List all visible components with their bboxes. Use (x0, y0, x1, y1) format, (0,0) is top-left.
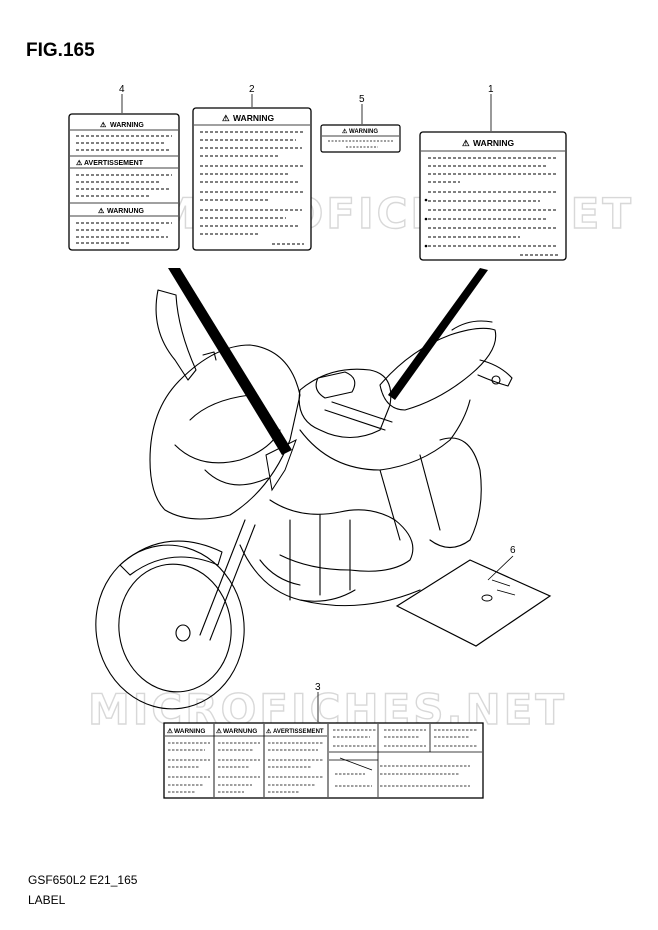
label-4-warnung-text: WARNUNG (107, 208, 144, 215)
label-4[interactable]: ⚠ WARNING ⚠ AVERTISSEMENT ⚠ WARNUNG (68, 113, 180, 251)
pointer-right (388, 268, 488, 400)
label-3-warnung-text: WARNUNG (223, 728, 257, 735)
callout-2: 2 (249, 84, 255, 95)
figure-title: FIG.165 (26, 40, 95, 61)
callout-5: 5 (359, 94, 365, 105)
callout-3: 3 (315, 682, 321, 693)
label-5[interactable]: ⚠ WARNING (320, 124, 401, 153)
svg-text:⚠: ⚠ (216, 727, 223, 735)
motorcycle-illustration (95, 289, 513, 710)
label-3-avertissement-text: AVERTISSEMENT (273, 729, 324, 735)
svg-text:⚠: ⚠ (342, 128, 348, 135)
label-4-warning-text: WARNING (110, 122, 144, 129)
label-2[interactable]: ⚠ WARNING (192, 107, 312, 251)
label-2-warning-text: WARNING (233, 113, 274, 123)
label-3-warning-text: WARNING (174, 728, 205, 735)
svg-text:⚠: ⚠ (100, 121, 107, 129)
svg-text:⚠: ⚠ (462, 138, 470, 148)
callout-1: 1 (488, 84, 494, 95)
callout-6: 6 (510, 545, 516, 556)
svg-text:⚠: ⚠ (266, 728, 272, 735)
svg-text:⚠: ⚠ (222, 113, 230, 123)
pointer-left (168, 268, 292, 455)
label-4-avertissement-text: AVERTISSEMENT (84, 160, 144, 167)
svg-text:⚠: ⚠ (167, 727, 174, 735)
footer-section-name: LABEL (28, 893, 66, 907)
label-5-warning-text: WARNING (349, 129, 378, 135)
label-position-fairing (265, 438, 297, 492)
label-1-warning-text: WARNING (473, 138, 514, 148)
footer-figure-code: GSF650L2 E21_165 (28, 873, 138, 887)
label-3[interactable]: ⚠ WARNING ⚠ WARNUNG ⚠ AVERTISSEMENT (163, 722, 484, 799)
svg-text:⚠: ⚠ (76, 159, 83, 167)
callout-4: 4 (119, 84, 125, 95)
label-1[interactable]: ⚠ WARNING (419, 131, 567, 261)
item-6-sheet[interactable] (395, 559, 552, 647)
svg-text:⚠: ⚠ (98, 207, 105, 215)
